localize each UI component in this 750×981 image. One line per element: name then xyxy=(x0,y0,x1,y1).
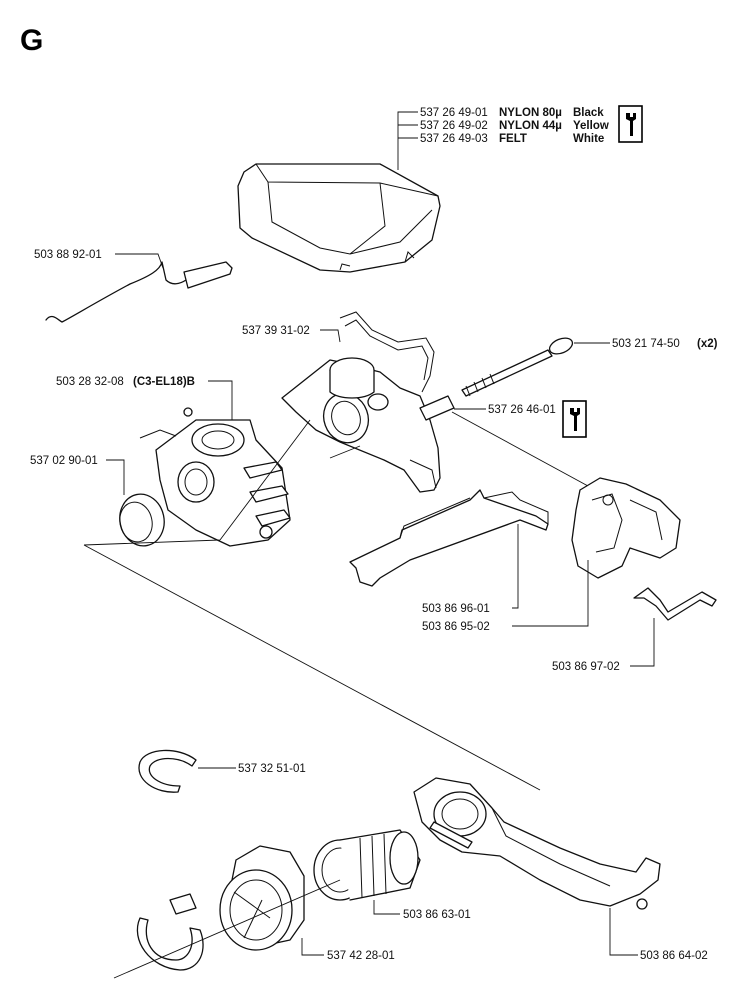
label-screw-qty: (x2) xyxy=(697,338,718,350)
filter-part-number: 537 26 49-02 xyxy=(420,120,488,132)
label-circlip: 537 32 51-01 xyxy=(238,763,306,775)
ring-drawing xyxy=(119,493,165,547)
air-filter-drawing xyxy=(237,163,441,273)
label-lever-b: 503 86 95-02 xyxy=(422,621,490,633)
filter-material: NYLON 80µ xyxy=(499,107,562,119)
circlip-drawing xyxy=(138,749,197,793)
label-screw: 503 21 74-50 xyxy=(612,338,680,350)
label-intake-boot: 503 86 63-01 xyxy=(403,909,471,921)
side-bracket-drawing xyxy=(571,477,681,579)
label-carburetor-number: 503 28 32-08 xyxy=(56,376,124,388)
bracket-arm-drawing xyxy=(413,777,661,910)
label-carburetor-model: (C3-EL18)B xyxy=(133,376,195,388)
filter-part-number: 537 26 49-01 xyxy=(420,107,488,119)
intake-bracket-drawing xyxy=(281,311,441,493)
choke-rod-drawing xyxy=(45,261,233,323)
label-ring: 537 02 90-01 xyxy=(30,455,98,467)
filter-material: FELT xyxy=(499,133,527,145)
tool-wrench-icon xyxy=(618,105,643,143)
screw-drawing xyxy=(419,337,574,421)
label-lever-a: 503 86 96-01 xyxy=(422,603,490,615)
label-bushing: 537 26 46-01 xyxy=(488,404,556,416)
filter-color: Yellow xyxy=(573,120,609,132)
label-clamp-plate: 537 42 28-01 xyxy=(327,950,395,962)
label-intake-bracket: 537 39 31-02 xyxy=(242,325,310,337)
label-spring: 503 86 97-02 xyxy=(552,661,620,673)
filter-label-list: 537 26 49-01 NYLON 80µ Black 537 26 49-0… xyxy=(420,107,609,145)
filter-color: White xyxy=(573,133,604,145)
carburetor-drawing xyxy=(139,407,291,547)
filter-material: NYLON 44µ xyxy=(499,120,562,132)
label-choke-rod: 503 88 92-01 xyxy=(34,249,102,261)
intake-boot-drawing xyxy=(313,829,421,901)
clamp-plate-drawing xyxy=(136,845,305,971)
filter-color: Black xyxy=(573,107,604,119)
spring-drawing xyxy=(633,587,717,621)
tool-wrench-icon xyxy=(562,400,587,438)
lever-drawing xyxy=(349,489,549,587)
filter-part-number: 537 26 49-03 xyxy=(420,133,488,145)
label-bracket-arm: 503 86 64-02 xyxy=(640,950,708,962)
section-letter: G xyxy=(20,24,43,57)
